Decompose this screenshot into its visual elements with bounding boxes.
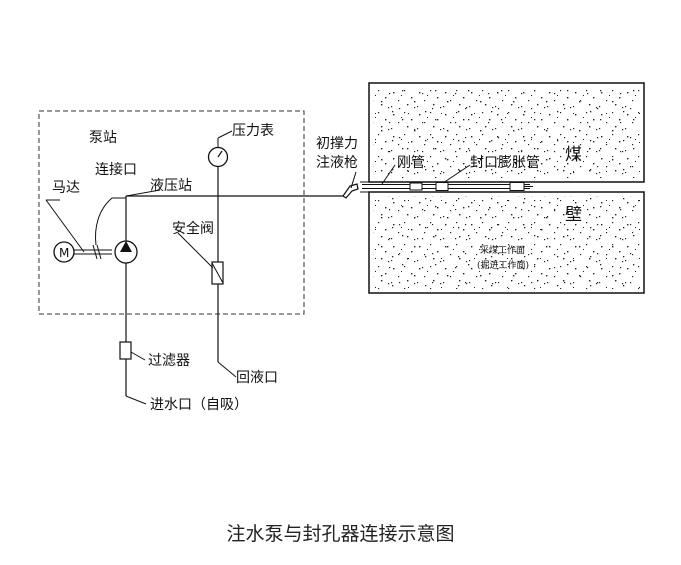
label-return-port: 回液口: [236, 370, 278, 386]
label-safety-valve: 安全阀: [172, 221, 214, 237]
label-gun-line2: 注液枪: [316, 155, 358, 171]
label-rigid-pipe: 刚管: [397, 155, 425, 171]
label-filter: 过滤器: [148, 353, 190, 369]
rigid-pipe-and-packer: [362, 182, 533, 191]
label-inlet-port: 进水口（自吸）: [150, 397, 248, 413]
filter: [119, 341, 147, 405]
label-pressure-gauge: 压力表: [232, 123, 274, 139]
label-mining-face: 采煤工作面: [480, 246, 526, 256]
label-gun-line1: 初撑力: [316, 136, 358, 152]
pressure-gauge: [207, 130, 233, 196]
motor-symbol: M: [59, 246, 70, 260]
coal-wall-upper: [368, 82, 645, 183]
injection-gun: [342, 171, 359, 199]
label-seal-packer: 封口膨胀管: [470, 155, 540, 171]
connection-coupling: [92, 197, 126, 260]
label-pump-station: 泵站: [89, 130, 117, 146]
motor: [45, 199, 112, 263]
label-coal-2: 壁: [565, 205, 582, 225]
hydraulic-pump: [114, 189, 161, 342]
coal-wall-lower: [368, 191, 645, 294]
pump-station-box: [38, 110, 305, 315]
safety-valve: [177, 196, 237, 378]
label-coal-1: 煤: [565, 145, 582, 165]
label-driving-face: (掘进工作面): [477, 261, 530, 271]
label-connection-port: 连接口: [95, 162, 137, 178]
label-motor: 马达: [52, 180, 80, 196]
label-hydraulic-station: 液压站: [150, 178, 192, 194]
figure-caption: 注水泵与封孔器连接示意图: [226, 523, 455, 545]
